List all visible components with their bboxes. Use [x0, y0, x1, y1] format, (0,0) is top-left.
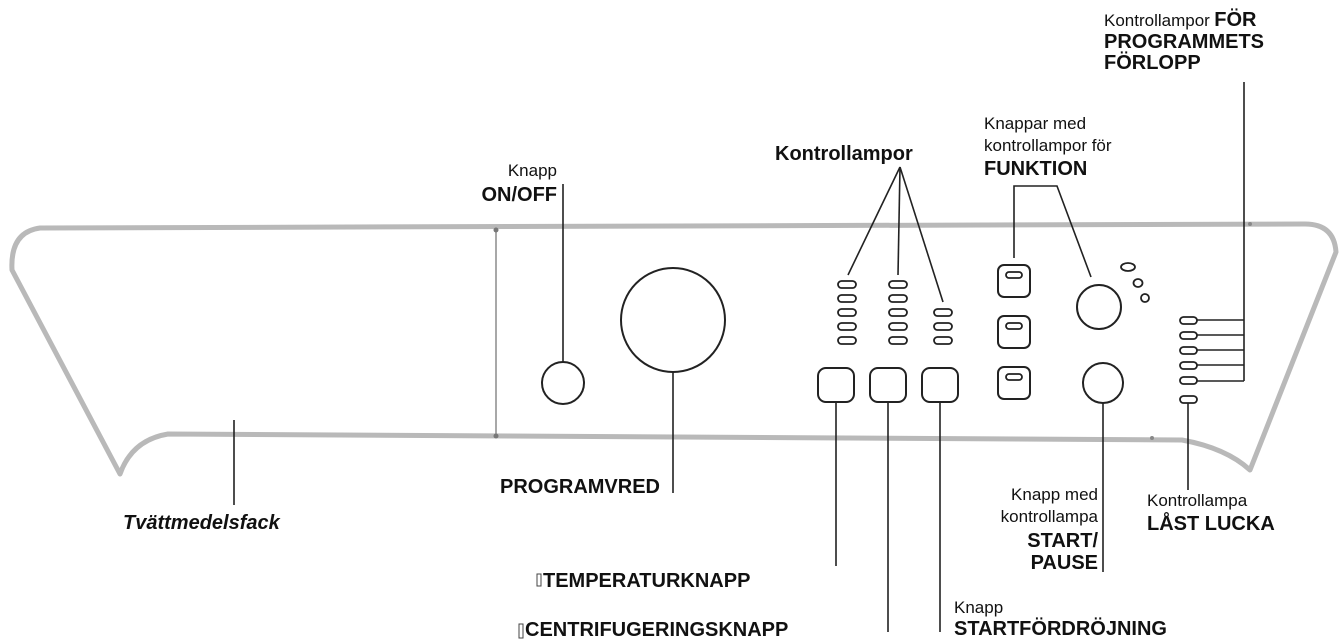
knob-indicator-lamp: [1132, 278, 1144, 288]
leader-lamps-3: [899, 166, 944, 303]
panel-dot-right-top: [1248, 222, 1252, 226]
lamp: [1179, 376, 1198, 385]
drawer-divider-dot-bottom: [493, 433, 499, 439]
label-door-lock: LÅST LUCKA: [1147, 513, 1275, 535]
label-start-pause-2: PAUSE: [1030, 552, 1098, 574]
lamp: [837, 294, 857, 303]
lamp: [888, 308, 908, 317]
knob-indicator-lamp: [1140, 293, 1150, 303]
label-program-dial: PROGRAMVRED: [499, 476, 660, 498]
lamp: [1179, 316, 1198, 325]
label-start-pause-1: START/: [1027, 530, 1098, 552]
leader-lamps-2: [897, 166, 901, 276]
leader-progress-lamps: [1197, 82, 1245, 382]
label-door-lock-small: Kontrollampa: [1147, 491, 1248, 510]
lamp: [933, 336, 953, 345]
label-detergent-drawer: Tvättmedelsfack: [123, 512, 280, 534]
progress-lamps: [1179, 316, 1198, 404]
lamp: [837, 322, 857, 331]
lamp: [888, 294, 908, 303]
label-start-delay: STARTFÖRDRÖJNING: [954, 618, 1167, 640]
label-temperature-button: TEMPERATURKNAPP: [543, 570, 751, 592]
function-button-1[interactable]: [997, 264, 1031, 298]
label-spin-button: CENTRIFUGERINGSKNAPP: [525, 619, 789, 641]
lamp: [888, 336, 908, 345]
lamp-column-3: [933, 308, 953, 345]
panel-dot-right-bottom: [1150, 436, 1154, 440]
label-progress-small: Kontrollampor: [1104, 11, 1210, 30]
program-dial[interactable]: [620, 267, 726, 373]
temperature-button[interactable]: [817, 367, 855, 403]
label-function-line1: Knappar med: [984, 114, 1087, 133]
lamp: [1179, 331, 1198, 340]
lamp: [888, 280, 908, 289]
lamp: [888, 322, 908, 331]
label-function: FUNKTION: [984, 158, 1088, 180]
lamp: [837, 336, 857, 345]
function-button-2[interactable]: [997, 315, 1031, 349]
start-delay-button[interactable]: [921, 367, 959, 403]
drawer-divider-dot-top: [493, 227, 499, 233]
label-mark: [536, 573, 542, 587]
label-progress-line1: Kontrollampor FÖR: [1104, 9, 1257, 31]
lamp: [933, 308, 953, 317]
label-mark: [518, 623, 524, 639]
panel-outline: [9, 221, 1339, 477]
leader-lamps-1: [847, 166, 901, 276]
label-function-line2: kontrollampor för: [984, 136, 1112, 155]
lamp: [933, 322, 953, 331]
label-progress-programmets: PROGRAMMETS: [1104, 31, 1264, 53]
function-knob[interactable]: [1076, 284, 1122, 330]
on-off-button[interactable]: [541, 361, 585, 405]
label-start-pause-line2: kontrollampa: [1000, 507, 1098, 526]
lamp-column-1: [837, 280, 857, 345]
function-button-3[interactable]: [997, 366, 1031, 400]
lamp: [837, 308, 857, 317]
lamp: [1179, 346, 1198, 355]
lamp-column-2: [888, 280, 908, 345]
label-on-off: ON/OFF: [481, 184, 557, 206]
leader-function: [1013, 185, 1092, 278]
lamp: [1179, 361, 1198, 370]
label-start-pause-line1: Knapp med: [1011, 485, 1098, 504]
label-progress-forlopp: FÖRLOPP: [1104, 52, 1201, 74]
start-pause-button[interactable]: [1082, 362, 1124, 404]
knob-indicator-lamp: [1120, 262, 1136, 272]
label-progress-for: FÖR: [1214, 9, 1257, 31]
label-kontrollampor: Kontrollampor: [775, 143, 913, 165]
label-start-delay-small: Knapp: [954, 598, 1004, 617]
lamp: [837, 280, 857, 289]
spin-button[interactable]: [869, 367, 907, 403]
lamp: [1179, 395, 1198, 404]
label-on-off-small: Knapp: [507, 161, 557, 180]
